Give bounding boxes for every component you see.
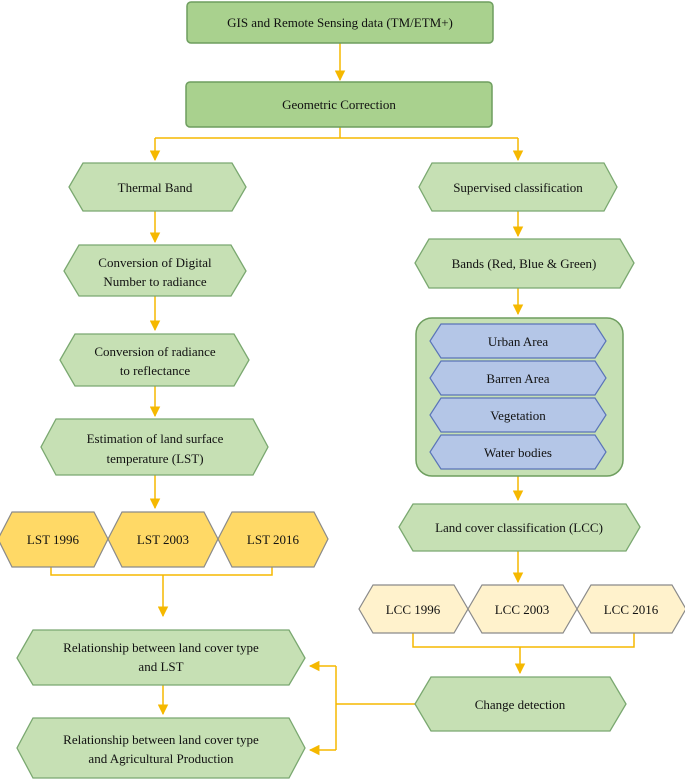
node-dn-to-radiance: Conversion of Digital Number to radiance xyxy=(63,244,247,297)
urban-label: Urban Area xyxy=(488,334,549,349)
thermal-band-label: Thermal Band xyxy=(118,180,193,195)
class-urban: Urban Area xyxy=(429,323,607,359)
rel-agri-label-line-1: Relationship between land cover type xyxy=(63,732,259,747)
water-label: Water bodies xyxy=(484,445,552,460)
land-cover-classes-group: Urban Area Barren Area Vegetation Water … xyxy=(415,317,624,477)
node-change-detection: Change detection xyxy=(414,676,627,732)
node-lcc-2003: LCC 2003 xyxy=(467,584,578,634)
vegetation-label: Vegetation xyxy=(490,408,546,423)
lst-estimation-label-line-1: Estimation of land surface xyxy=(87,431,224,446)
node-radiance-to-reflectance: Conversion of radiance to reflectance xyxy=(59,333,250,387)
lst-1996-label: LST 1996 xyxy=(27,532,80,547)
lcc-1996-label: LCC 1996 xyxy=(386,602,441,617)
node-lcc-1996: LCC 1996 xyxy=(358,584,469,634)
rel-lst-label-line-2: and LST xyxy=(138,659,183,674)
radiance-to-reflectance-label-line-1: Conversion of radiance xyxy=(94,344,216,359)
rel-agri-label-line-2: and Agricultural Production xyxy=(88,751,234,766)
node-geometric-correction: Geometric Correction xyxy=(185,81,493,128)
node-rel-lst: Relationship between land cover type and… xyxy=(16,629,306,686)
radiance-to-reflectance-label-line-2: to reflectance xyxy=(120,363,191,378)
branch-split xyxy=(155,127,518,139)
node-lst-estimation: Estimation of land surface temperature (… xyxy=(40,418,269,476)
barren-label: Barren Area xyxy=(486,371,549,386)
supervised-label: Supervised classification xyxy=(453,180,583,195)
geometric-correction-label: Geometric Correction xyxy=(282,97,396,112)
node-lst-2003: LST 2003 xyxy=(107,511,219,568)
node-rel-agri: Relationship between land cover type and… xyxy=(16,717,306,779)
node-gis-data: GIS and Remote Sensing data (TM/ETM+) xyxy=(186,1,494,44)
change-feedback-line xyxy=(335,666,415,750)
lcc-label: Land cover classification (LCC) xyxy=(435,520,603,535)
class-barren: Barren Area xyxy=(429,360,607,396)
node-thermal-band: Thermal Band xyxy=(68,162,247,212)
node-supervised: Supervised classification xyxy=(418,162,618,212)
node-lst-1996: LST 1996 xyxy=(0,511,109,568)
dn-to-radiance-label-line-2: Number to radiance xyxy=(103,274,206,289)
dn-to-radiance-label-line-1: Conversion of Digital xyxy=(98,255,212,270)
lst-estimation-label-line-2: temperature (LST) xyxy=(106,451,203,466)
node-lcc: Land cover classification (LCC) xyxy=(398,503,641,552)
lcc-years-bracket xyxy=(412,633,635,648)
bands-label: Bands (Red, Blue & Green) xyxy=(452,256,597,271)
lst-2003-label: LST 2003 xyxy=(137,532,189,547)
lst-years-bracket xyxy=(50,567,273,576)
lst-2016-label: LST 2016 xyxy=(247,532,300,547)
rel-lst-label-line-1: Relationship between land cover type xyxy=(63,640,259,655)
change-detection-label: Change detection xyxy=(475,697,566,712)
node-lst-2016: LST 2016 xyxy=(217,511,329,568)
connectors xyxy=(50,43,635,756)
gis-data-label: GIS and Remote Sensing data (TM/ETM+) xyxy=(227,15,453,30)
lcc-2016-label: LCC 2016 xyxy=(604,602,659,617)
lcc-2003-label: LCC 2003 xyxy=(495,602,550,617)
class-vegetation: Vegetation xyxy=(429,397,607,433)
node-bands: Bands (Red, Blue & Green) xyxy=(414,238,635,289)
node-lcc-2016: LCC 2016 xyxy=(576,584,685,634)
class-water: Water bodies xyxy=(429,434,607,470)
